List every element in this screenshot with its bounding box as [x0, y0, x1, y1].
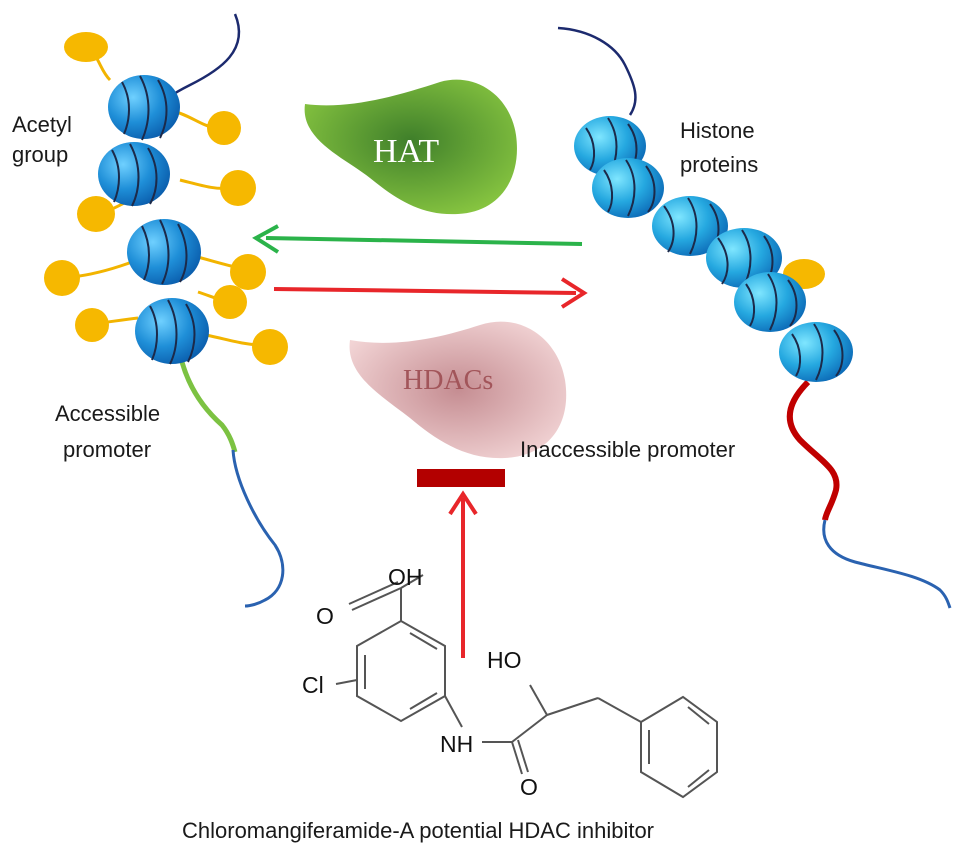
- dna-strand-bottom-left: [231, 449, 285, 608]
- hdacs-enzyme: HDACs: [349, 321, 567, 459]
- chloromangiferamide-a-structure: OH O Cl HO NH O: [302, 564, 718, 800]
- hdacs-label: HDACs: [403, 365, 493, 396]
- acetyl-group-label-line2: group: [12, 142, 68, 167]
- acetyl-group: [44, 260, 80, 296]
- acetyl-group: [207, 111, 241, 145]
- hat-enzyme: HAT: [304, 79, 517, 215]
- nucleosome: [108, 75, 180, 141]
- atom-o-amide: O: [520, 774, 538, 800]
- hat-label: HAT: [373, 133, 439, 170]
- acetylation-arrow: [252, 224, 583, 254]
- acetyl-group: [75, 308, 109, 342]
- molecule-caption: Chloromangiferamide-A potential HDAC inh…: [182, 818, 654, 843]
- accessible-promoter-label-line2: promoter: [63, 437, 151, 462]
- deacetylation-arrow: [273, 277, 588, 309]
- histone-proteins-label-line2: proteins: [680, 152, 758, 177]
- hat-shape: [304, 79, 517, 215]
- histone-proteins-label-line1: Histone: [680, 118, 755, 143]
- atom-cl: Cl: [302, 672, 324, 698]
- atom-oh: OH: [388, 564, 423, 590]
- acetyl-group: [64, 32, 108, 62]
- accessible-promoter-segment: [179, 361, 238, 453]
- nucleosome: [779, 322, 853, 382]
- acetyl-group: [213, 285, 247, 319]
- acetyl-group: [220, 170, 256, 206]
- accessible-promoter-label-line1: Accessible: [55, 401, 160, 426]
- atom-o-acid: O: [316, 603, 334, 629]
- dna-strand-bottom-right: [822, 519, 952, 609]
- acetyl-group: [230, 254, 266, 290]
- inhibition-arrow: [448, 490, 478, 658]
- nucleosome: [135, 298, 209, 365]
- atom-ho: HO: [487, 647, 522, 673]
- acetyl-group: [77, 196, 115, 232]
- inhibition-bar: [417, 469, 505, 487]
- nucleosome: [127, 219, 201, 285]
- acetyl-groups: [44, 32, 288, 365]
- nucleosomes-left: [98, 75, 209, 365]
- dna-strand-top-right: [557, 26, 637, 116]
- nucleosome: [592, 158, 664, 218]
- acetyl-group: [252, 329, 288, 365]
- nucleosome: [652, 196, 728, 256]
- inaccessible-promoter-segment: [787, 379, 840, 521]
- atom-nh: NH: [440, 731, 473, 757]
- hdacs-shape: [349, 321, 567, 459]
- nucleosome: [98, 142, 170, 207]
- nucleosome: [734, 272, 806, 332]
- inaccessible-chromatin: Histone proteins Inaccessible promoter: [520, 26, 952, 609]
- acetyl-group-label-line1: Acetyl: [12, 112, 72, 137]
- nucleosomes-right: [574, 116, 853, 382]
- accessible-chromatin: Acetyl group Accessible promoter: [12, 13, 288, 608]
- inaccessible-promoter-label: Inaccessible promoter: [520, 437, 735, 462]
